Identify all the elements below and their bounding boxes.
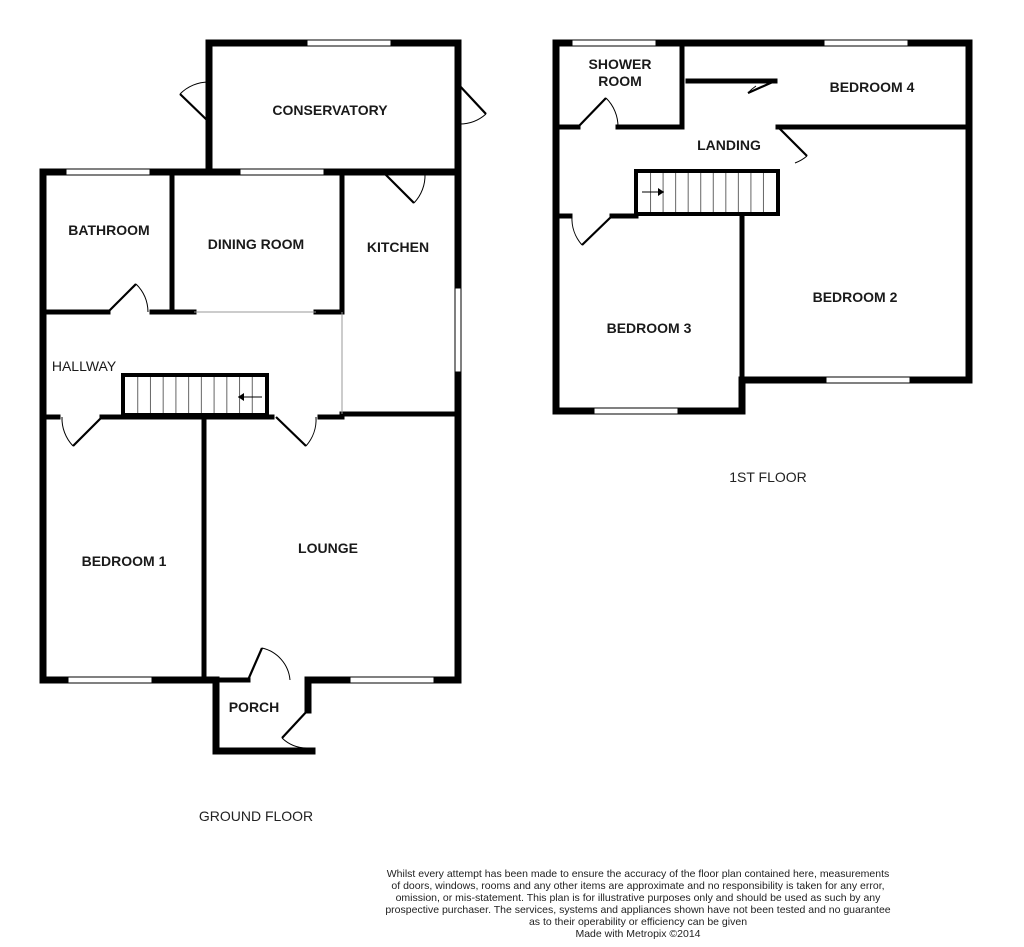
bedroom-4-door bbox=[747, 79, 776, 95]
bedroom-3-window bbox=[593, 407, 679, 415]
shower-room-window bbox=[571, 39, 657, 47]
porch-inner-door bbox=[246, 647, 291, 681]
kitchen-label: KITCHEN bbox=[367, 239, 429, 255]
disclaimer-line: of doors, windows, rooms and any other i… bbox=[391, 880, 885, 892]
first-floor-label: 1ST FLOOR bbox=[729, 469, 807, 485]
disclaimer-text: Whilst every attempt has been made to en… bbox=[360, 868, 916, 940]
bedroom-3-label: BEDROOM 3 bbox=[607, 320, 692, 336]
bathroom-label: BATHROOM bbox=[68, 222, 149, 238]
bathroom-door bbox=[107, 283, 149, 313]
bedroom-3-door bbox=[571, 215, 613, 246]
lounge-door bbox=[275, 416, 317, 447]
bedroom-2-label: BEDROOM 2 bbox=[813, 289, 898, 305]
first-floor-plan: SHOWER ROOM BEDROOM 4 LANDING BEDROOM 2 … bbox=[552, 39, 973, 485]
bedroom-1-label: BEDROOM 1 bbox=[82, 553, 167, 569]
conservatory-window bbox=[306, 39, 392, 47]
conservatory-right-door bbox=[457, 83, 487, 125]
bathroom-window bbox=[65, 168, 151, 176]
bedroom-4-label: BEDROOM 4 bbox=[830, 79, 915, 95]
conservatory-left-door bbox=[179, 81, 210, 123]
hallway-door bbox=[61, 416, 103, 447]
kitchen-door bbox=[384, 173, 426, 204]
bedroom-1-window bbox=[67, 676, 153, 684]
kitchen-window bbox=[454, 287, 462, 373]
first-floor-interior-walls bbox=[553, 40, 972, 383]
landing-label: LANDING bbox=[697, 137, 761, 153]
first-floor-stairs bbox=[634, 169, 780, 216]
disclaimer-line: Whilst every attempt has been made to en… bbox=[386, 868, 890, 880]
dining-room-window bbox=[239, 168, 325, 176]
lounge-label: LOUNGE bbox=[298, 540, 358, 556]
dining-room-label: DINING ROOM bbox=[208, 236, 304, 252]
metropix-credit: Made with Metropix ©2014 bbox=[575, 928, 701, 940]
lounge-window bbox=[349, 676, 435, 684]
hallway-label: HALLWAY bbox=[52, 358, 117, 374]
bedroom-2-door bbox=[777, 126, 808, 164]
conservatory-label: CONSERVATORY bbox=[272, 102, 388, 118]
shower-room-door bbox=[577, 97, 619, 128]
first-floor-outer-wall bbox=[552, 39, 973, 415]
bedroom-2-window bbox=[825, 376, 911, 384]
ground-floor-label: GROUND FLOOR bbox=[199, 808, 313, 824]
ground-floor-plan: CONSERVATORY BATHROOM DINING ROOM KITCHE… bbox=[39, 39, 487, 824]
porch-walls bbox=[212, 676, 316, 755]
shower-room-label: SHOWER bbox=[589, 56, 652, 72]
ground-floor-stairs bbox=[121, 373, 269, 417]
disclaimer-line: as to their operability or efficiency ca… bbox=[528, 916, 748, 928]
porch-outer-door bbox=[281, 709, 309, 749]
shower-room-label-line2: ROOM bbox=[598, 73, 642, 89]
disclaimer-line: prospective purchaser. The services, sys… bbox=[385, 904, 891, 916]
disclaimer-line: omission, or mis-statement. This plan is… bbox=[395, 892, 881, 904]
porch-label: PORCH bbox=[229, 699, 280, 715]
bedroom-4-window bbox=[823, 39, 909, 47]
